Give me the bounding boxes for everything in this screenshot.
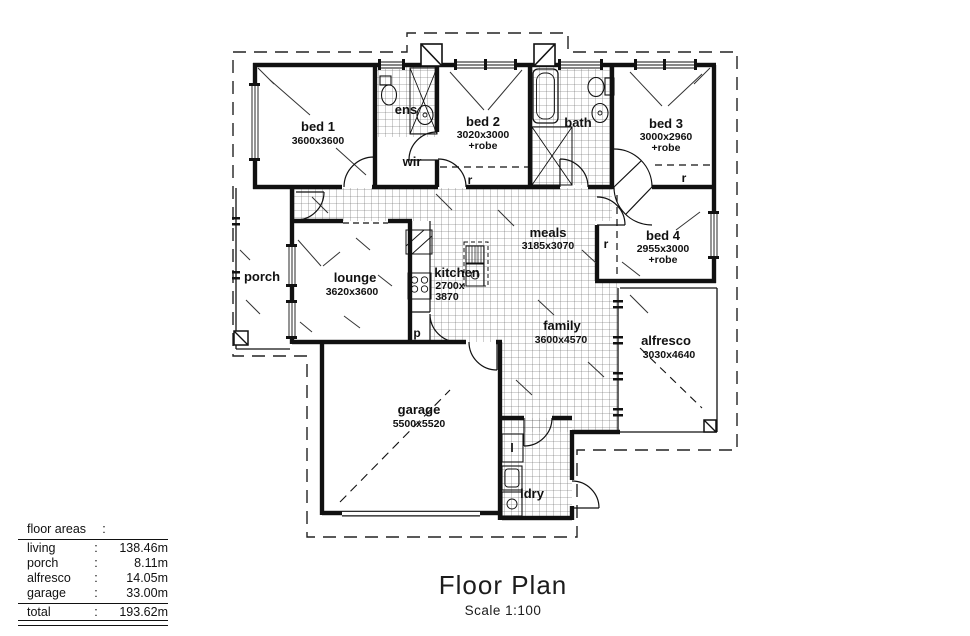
kitchen-label: kitchen [434,265,480,280]
bed2-robe: +robe [469,140,498,152]
alfresco-perimeter [617,287,718,433]
robe-marker: r [682,171,687,185]
table-row: garage : 33.00m [27,586,168,600]
eaves-outline [232,32,738,538]
doors [295,131,653,509]
lounge-label: lounge [334,270,377,285]
kitchen-dims2: 3870 [435,291,459,303]
alfresco-label: alfresco [641,333,691,348]
ens-label: ens [395,102,417,117]
room-labels: bed 1 3600x3600 ens wir bed 2 3020x3000 … [244,102,695,501]
stacker-door-ticks [613,300,623,417]
garage-door-panel [342,510,480,517]
dashed-lines [339,164,712,503]
bath-door [559,158,589,188]
bed4-robe: +robe [649,254,678,266]
bed3-label: bed 3 [649,116,683,131]
bed1-dims: 3600x3600 [292,135,345,147]
drawing-scale: Scale 1:100 [464,603,542,618]
ldry-label: ldry [520,486,545,501]
laundry-external-door [571,480,600,509]
family-dims: 3600x4570 [535,334,588,346]
pantry-door [429,313,459,343]
table-row: alfresco : 14.05m [27,571,168,585]
bed3-robe: +robe [652,142,681,154]
floor-areas-header: floor areas : [18,523,168,540]
robe-marker: r [604,237,609,251]
bed1-label: bed 1 [301,119,335,134]
roof-vents [420,43,556,67]
robe-marker: r [468,173,473,187]
pantry-marker: p [413,326,420,340]
entry-door [295,191,325,221]
bath-label: bath [564,115,592,130]
bed1-door [343,156,375,188]
garage-label: garage [398,402,441,417]
linen-marker: l [510,441,513,455]
ens-door [408,131,438,161]
garage-entry-door [468,341,498,371]
bed3-door [613,148,653,226]
porch-edge [232,188,290,350]
bed2-dims: 3020x3000 [457,129,510,141]
bed4-door [596,196,626,226]
table-total-row: total : 193.62m [18,602,168,621]
bed2-label: bed 2 [466,114,500,129]
walls [253,63,716,520]
fixtures [379,67,615,517]
floor-areas-table: floor areas : living : 138.46m porch : 8… [18,523,168,626]
bed4-dims: 2955x3000 [637,243,690,255]
lounge-dims: 3620x3600 [326,286,379,298]
porch-label: porch [244,269,280,284]
laundry-door [523,417,553,447]
bed4-label: bed 4 [646,228,681,243]
alfresco-dims: 3030x4640 [643,349,696,361]
table-row: porch : 8.11m [27,556,168,570]
title-block: Floor Plan Scale 1:100 [383,570,623,618]
ceiling-marks [239,67,711,396]
bed3-dims: 3000x2960 [640,131,693,143]
table-row: living : 138.46m [27,541,168,555]
family-label: family [543,318,581,333]
meals-dims: 3185x3070 [522,240,575,252]
garage-dims: 5500x5520 [393,418,446,430]
meals-label: meals [530,225,567,240]
wir-label: wir [402,154,422,169]
windows [249,59,719,517]
table-end-rule [18,621,168,626]
bed2-door [437,158,467,188]
kitchen-dims1: 2700x [435,280,464,292]
floor-areas-header-label: floor areas [27,522,87,536]
drawing-title: Floor Plan [438,570,568,600]
